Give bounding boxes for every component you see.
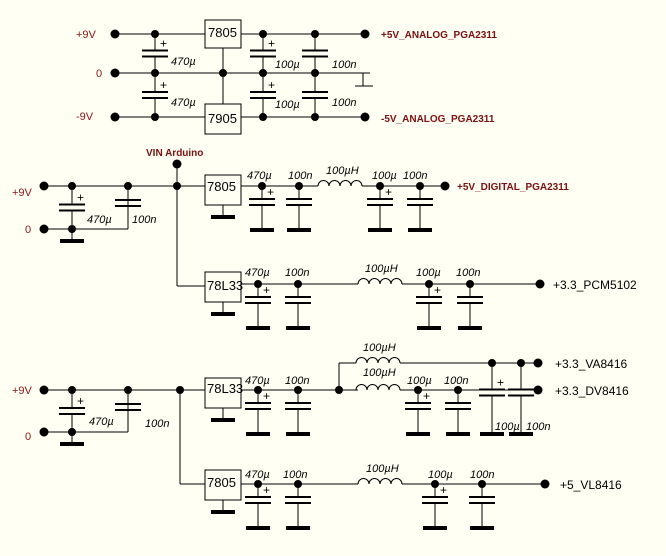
s3-regulator-78L33: 78L33 <box>207 381 243 396</box>
s3b-cap-100n-post: 100n <box>470 469 494 481</box>
polarity-plus: + <box>268 37 275 51</box>
inductor-coil <box>357 278 403 285</box>
s2-input-plus9v: +9V <box>12 187 33 199</box>
vin-arduino-label: VIN Arduino <box>146 148 203 159</box>
inductor-coil <box>355 384 401 391</box>
s3a-cap-dv-100u: 100µ <box>407 375 432 387</box>
polarity-plus: + <box>423 389 430 403</box>
s1-output-plus5v-analog: +5V_ANALOG_PGA2311 <box>381 30 497 41</box>
s1-regulator-7805: 7805 <box>208 25 237 40</box>
regulator-7905 <box>204 103 242 135</box>
s1-cap-in-top: 470µ <box>171 56 196 68</box>
s3b-output: +5_VL8416 <box>560 478 622 492</box>
s2b-cap-470: 470µ <box>245 267 270 279</box>
s3a-inductor-dv: 100µH <box>363 367 396 379</box>
terminal-dot <box>440 181 450 191</box>
polarity-plus: + <box>497 376 504 390</box>
s2a-inductor: 100µH <box>326 165 359 177</box>
s3a-cap-470: 470µ <box>245 375 270 387</box>
terminal-dot <box>360 29 370 39</box>
polarity-plus: + <box>77 394 84 408</box>
s3-regulator-7805: 7805 <box>207 475 236 490</box>
polarity-plus: + <box>267 185 274 199</box>
s3a-cap-va-100n: 100n <box>526 421 550 433</box>
terminal-dot <box>533 358 543 368</box>
s3a-cap-va-100u: 100µ <box>495 421 520 433</box>
s2b-output: +3.3_PCM5102 <box>553 278 637 292</box>
junction-dot <box>219 69 227 77</box>
s3-incap-470: 470µ <box>89 416 114 428</box>
s3b-cap-100u: 100µ <box>428 469 453 481</box>
s2-input-0: 0 <box>25 224 31 236</box>
s2b-cap-100u: 100µ <box>416 267 441 279</box>
s2a-output: +5V_DIGITAL_PGA2311 <box>457 182 569 193</box>
s2-regulator-78L33: 78L33 <box>207 278 243 293</box>
s3a-output-dv: +3.3_DV8416 <box>555 384 629 398</box>
s3b-inductor: 100µH <box>366 463 399 475</box>
polarity-plus: + <box>263 483 270 497</box>
s3b-cap-470: 470µ <box>245 469 270 481</box>
s1-input-minus9v: -9V <box>76 111 94 123</box>
s1-input-plus9v: +9V <box>76 29 97 41</box>
s2-incap-470: 470µ <box>87 214 112 226</box>
s1-output-minus5v-analog: -5V_ANALOG_PGA2311 <box>381 114 495 125</box>
polarity-plus: + <box>160 37 167 51</box>
terminal-dot <box>533 385 543 395</box>
s1-cap-out-bot-elec: 100µ <box>275 99 300 111</box>
s3-incap-100n: 100n <box>145 418 169 430</box>
s2a-cap-100u: 100µ <box>372 170 397 182</box>
polarity-plus: + <box>440 483 447 497</box>
inductor-coil <box>357 478 403 485</box>
s2a-cap-100n-post: 100n <box>403 170 427 182</box>
regulator-78L33-8416 <box>204 377 242 409</box>
terminal-dot <box>360 112 370 122</box>
polarity-plus: + <box>263 389 270 403</box>
polarity-plus: + <box>268 78 275 92</box>
terminal-dot <box>540 479 550 489</box>
s2a-cap-470: 470µ <box>247 170 272 182</box>
s1-cap-out-bot-cer: 100n <box>332 97 356 109</box>
s3-input-plus9v: +9V <box>12 385 33 397</box>
s2b-cap-100n-post: 100n <box>456 267 480 279</box>
s3a-inductor-va: 100µH <box>363 342 396 354</box>
s3b-cap-100n: 100n <box>283 469 307 481</box>
s3a-cap-dv-100n: 100n <box>444 375 468 387</box>
s1-cap-in-bot: 470µ <box>171 97 196 109</box>
s1-regulator-7905: 7905 <box>208 111 237 126</box>
inductor-coil <box>355 357 401 364</box>
s2-incap-100n: 100n <box>132 214 156 226</box>
polarity-plus: + <box>160 78 167 92</box>
s1-cap-out-top-cer: 100n <box>332 59 356 71</box>
s3a-cap-100n: 100n <box>285 375 309 387</box>
s1-input-0: 0 <box>96 68 102 80</box>
inductor-coil <box>317 180 363 187</box>
terminal-dot <box>535 279 545 289</box>
s1-cap-out-top-elec: 100µ <box>275 59 300 71</box>
polarity-plus: + <box>385 185 392 199</box>
polarity-plus: + <box>77 191 84 205</box>
s2b-inductor: 100µH <box>365 263 398 275</box>
polarity-plus: + <box>434 283 441 297</box>
s3-input-0: 0 <box>25 431 31 443</box>
s2a-cap-100n: 100n <box>288 170 312 182</box>
s3a-output-va: +3.3_VA8416 <box>555 357 628 371</box>
polarity-plus: + <box>263 283 270 297</box>
s2b-cap-100n: 100n <box>285 267 309 279</box>
s2-regulator-7805: 7805 <box>207 179 236 194</box>
